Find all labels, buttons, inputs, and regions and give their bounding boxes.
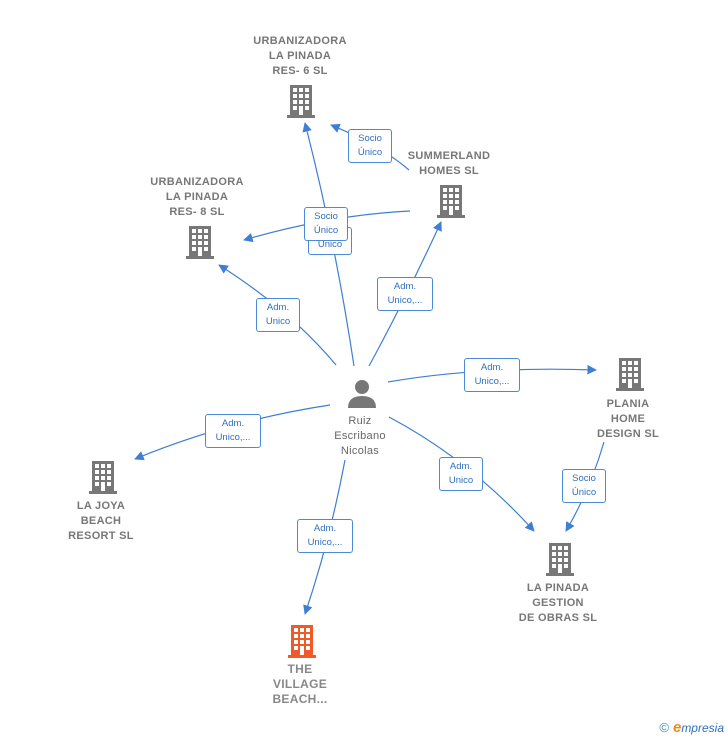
edge-label-adm-unico-summerland: Adm. Unico,...	[377, 277, 433, 311]
building-icon-urb8[interactable]	[186, 226, 214, 259]
node-label-urb6[interactable]: URBANIZADORA LA PINADA RES- 6 SL	[253, 35, 347, 77]
building-icon-lajoya[interactable]	[89, 461, 117, 494]
edge-label-adm-unico-urb8: Adm. Unico	[256, 298, 300, 332]
empresia-logo: empresia	[672, 719, 724, 736]
building-icon-plania[interactable]	[616, 358, 644, 391]
edge-label-adm-unico-lajoya: Adm. Unico,...	[205, 414, 261, 448]
node-label-village[interactable]: THE VILLAGE BEACH...	[272, 662, 328, 706]
node-label-lajoya[interactable]: LA JOYA BEACH RESORT SL	[68, 500, 134, 542]
edge-label-socio-unico-urb6: Socio Único	[348, 129, 392, 163]
person-icon[interactable]	[348, 380, 376, 408]
edge-label-socio-unico-lapinada: Socio Único	[562, 469, 606, 503]
node-label-plania[interactable]: PLANIA HOME DESIGN SL	[597, 398, 659, 440]
edge-label-adm-unico-plania: Adm. Unico,...	[464, 358, 520, 392]
node-label-lapinada[interactable]: LA PINADA GESTION DE OBRAS SL	[518, 582, 598, 624]
edge-label-socio-unico-urb8: Socio Único	[304, 207, 348, 241]
building-icon-summerland[interactable]	[437, 185, 465, 218]
empresia-brand[interactable]: © empresia	[659, 719, 724, 736]
node-label-person[interactable]: Ruiz Escribano Nicolas	[334, 415, 386, 457]
copyright-icon: ©	[659, 720, 669, 735]
node-label-summerland[interactable]: SUMMERLAND HOMES SL	[407, 150, 491, 177]
edge-label-adm-unico-village: Adm. Unico,...	[297, 519, 353, 553]
building-icon-urb6[interactable]	[287, 85, 315, 118]
node-label-urb8[interactable]: URBANIZADORA LA PINADA RES- 8 SL	[150, 176, 244, 218]
building-icon-village[interactable]	[288, 625, 316, 658]
building-icon-lapinada[interactable]	[546, 543, 574, 576]
edge-label-adm-unico-lapinada: Adm. Unico	[439, 457, 483, 491]
